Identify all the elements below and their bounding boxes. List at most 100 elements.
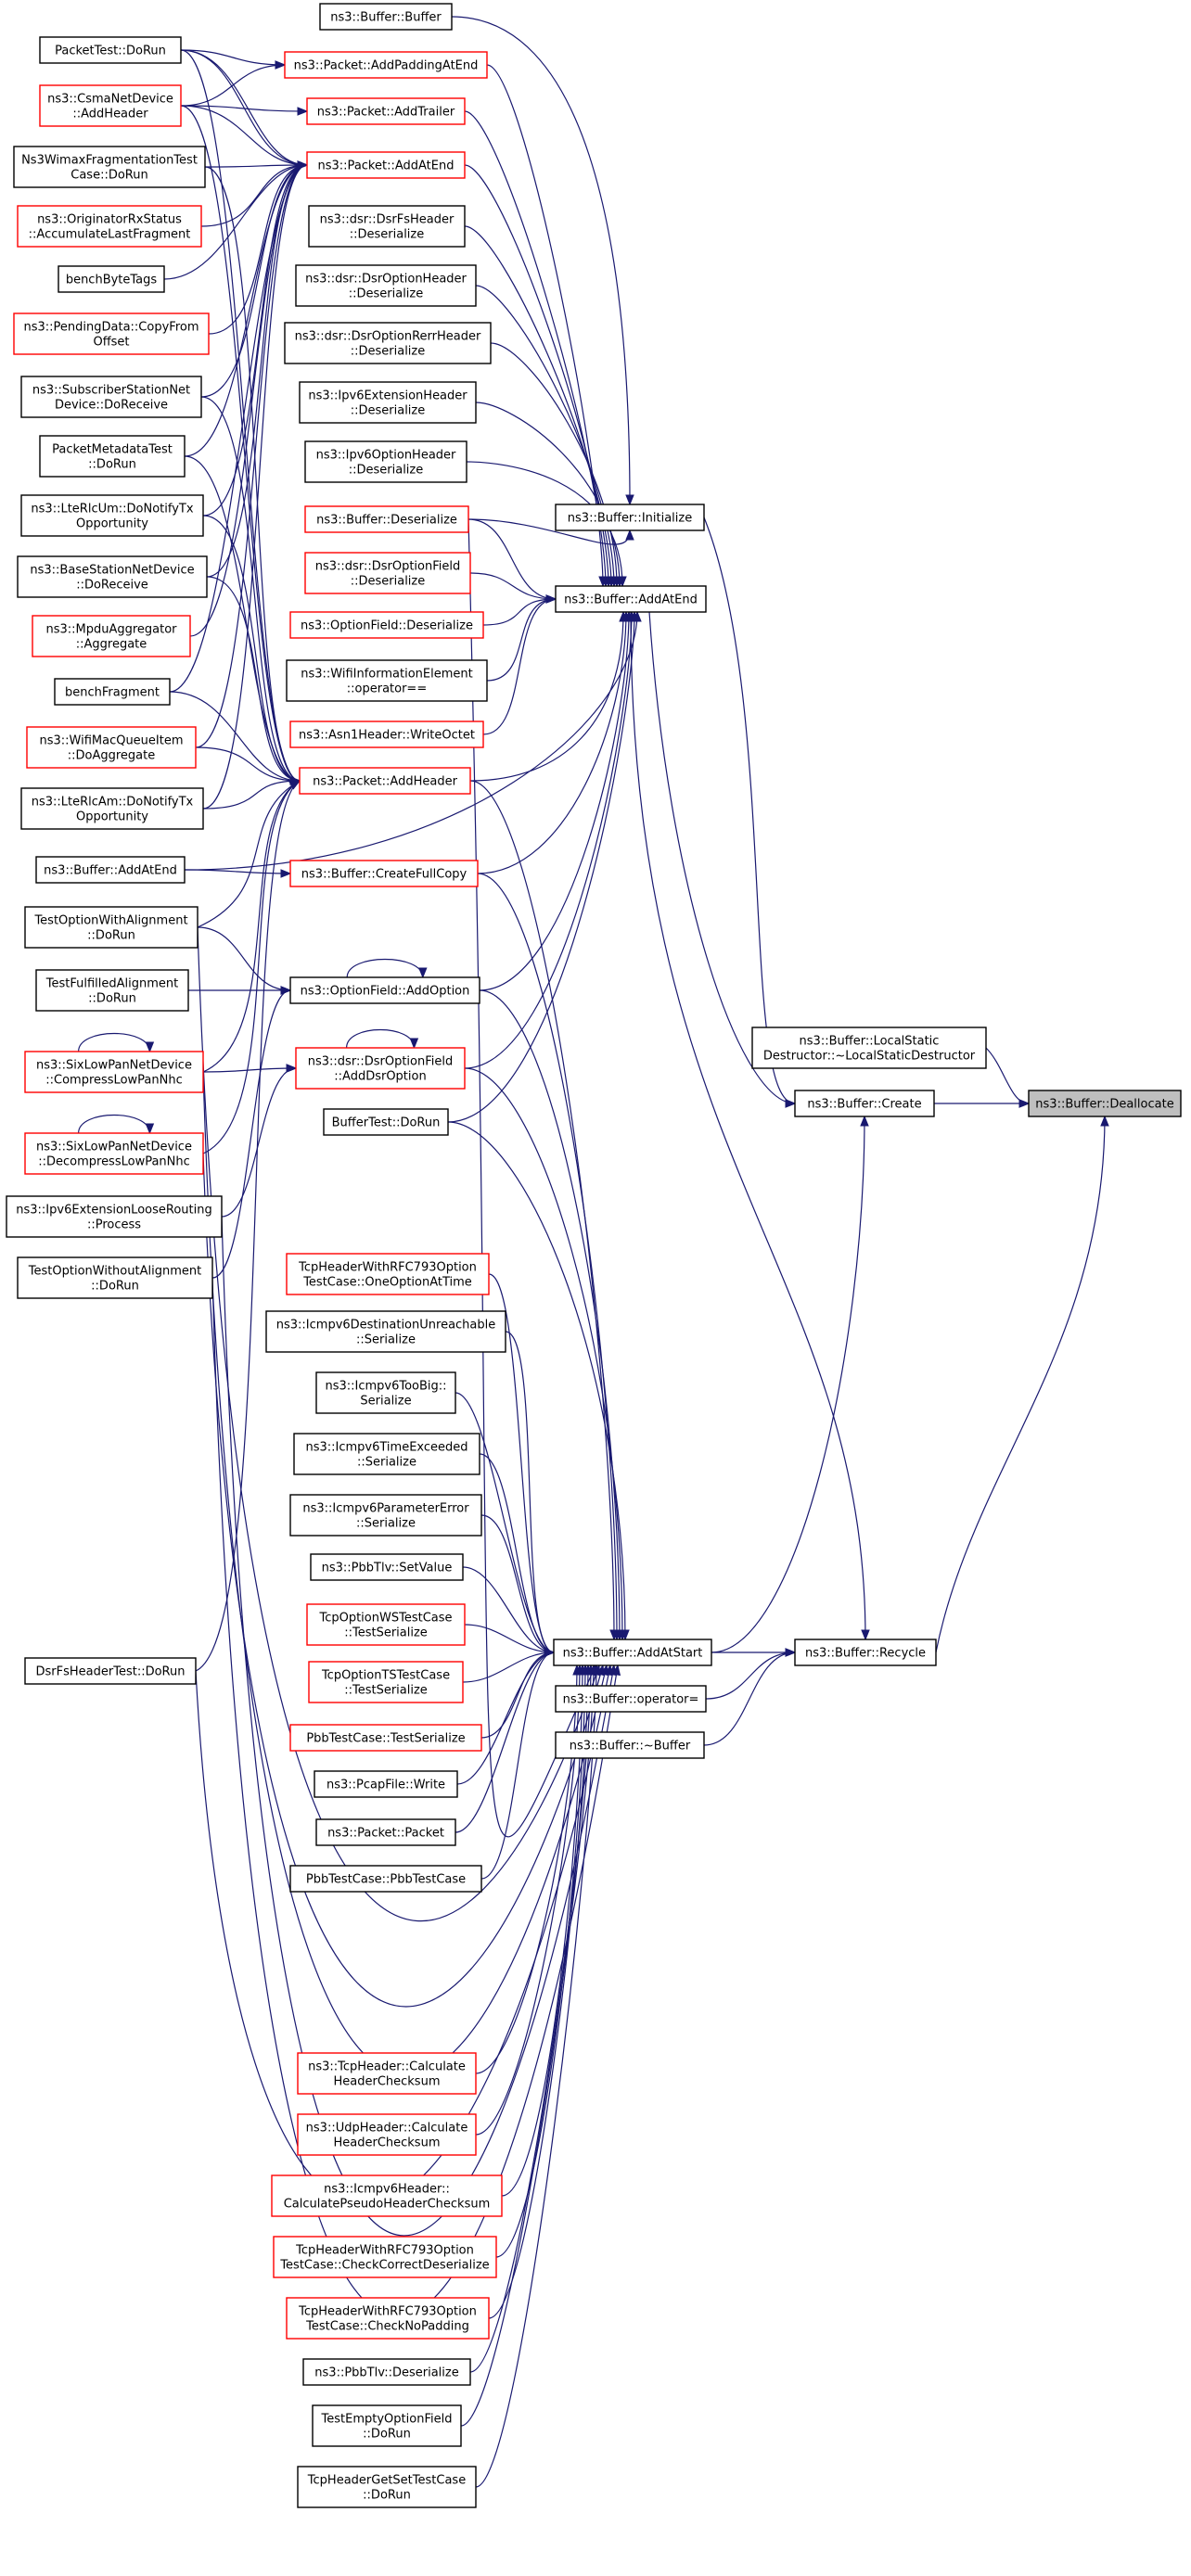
node-tcprfc-checkcorrect[interactable]: TcpHeaderWithRFC793OptionTestCase::Check… <box>273 2236 497 2278</box>
node-icmpv6param-ser[interactable]: ns3::Icmpv6ParameterError::Serialize <box>289 1494 482 1537</box>
node-icmpv6toobig-ser[interactable]: ns3::Icmpv6TooBig::Serialize <box>315 1371 456 1414</box>
node-buffer-dtor[interactable]: ns3::Buffer::~Buffer <box>555 1731 705 1759</box>
node-buffertest-dorun[interactable]: BufferTest::DoRun <box>323 1108 449 1136</box>
edge-arrowhead <box>286 1064 298 1073</box>
node-testoptionwithoutalignment[interactable]: TestOptionWithoutAlignment::DoRun <box>17 1256 213 1299</box>
call-edge-28 <box>202 780 301 1073</box>
call-edge-45 <box>490 342 618 587</box>
node-originator-rx[interactable]: ns3::OriginatorRxStatus::AccumulateLastF… <box>17 205 202 248</box>
node-label: ns3::Buffer::Deallocate <box>1035 1098 1173 1112</box>
node-buffer-addatstart[interactable]: ns3::Buffer::AddAtStart <box>553 1639 712 1666</box>
node-box <box>293 1433 480 1475</box>
node-tcprfc-oneoption[interactable]: TcpHeaderWithRFC793OptionTestCase::OneOp… <box>286 1253 490 1295</box>
node-subscriber-doreceive[interactable]: ns3::SubscriberStationNetDevice::DoRecei… <box>20 376 202 418</box>
node-box <box>308 1661 464 1703</box>
call-edge-80 <box>477 873 618 1640</box>
node-box <box>35 969 189 1012</box>
call-edge-84 <box>467 518 596 1838</box>
node-label: ns3::Buffer::Initialize <box>568 512 692 526</box>
call-edge-48 <box>467 518 557 600</box>
node-label: ns3::Icmpv6Header:: <box>324 2183 450 2197</box>
node-testfulfilledalignment[interactable]: TestFulfilledAlignment::DoRun <box>35 969 189 1012</box>
node-wifiinfo-op[interactable]: ns3::WifiInformationElement::operator== <box>286 659 488 702</box>
node-pcapfile-write[interactable]: ns3::PcapFile::Write <box>314 1770 458 1798</box>
node-dsroptionfield-adddsr[interactable]: ns3::dsr::DsrOptionField::AddDsrOption <box>295 1047 466 1090</box>
node-packet-packet[interactable]: ns3::Packet::Packet <box>315 1818 456 1846</box>
call-edge-57 <box>447 611 635 1123</box>
node-packettest-dorun[interactable]: PacketTest::DoRun <box>39 36 182 64</box>
node-dsrfsheader-deser[interactable]: ns3::dsr::DsrFsHeader::Deserialize <box>308 205 466 248</box>
node-box <box>289 1494 482 1537</box>
node-buffer-buffer[interactable]: ns3::Buffer::Buffer <box>319 3 453 31</box>
node-box <box>17 205 202 248</box>
node-label: ::DoAggregate <box>68 749 156 763</box>
node-sixlowpan-decompress[interactable]: ns3::SixLowPanNetDevice::DecompressLowPa… <box>24 1132 204 1175</box>
node-icmpv6header-pseudo[interactable]: ns3::Icmpv6Header::CalculatePseudoHeader… <box>271 2174 503 2217</box>
node-tcprfc-checknopadding[interactable]: TcpHeaderWithRFC793OptionTestCase::Check… <box>286 2297 490 2340</box>
node-label: benchByteTags <box>66 274 158 287</box>
call-edge-27 <box>202 780 301 810</box>
node-ipv6optionheader-deser[interactable]: ns3::Ipv6OptionHeader::Deserialize <box>304 440 467 483</box>
node-testoptionwithalignment[interactable]: TestOptionWithAlignment::DoRun <box>24 906 198 949</box>
node-label: ns3::dsr::DsrOptionHeader <box>305 273 467 287</box>
node-sixlowpan-compress[interactable]: ns3::SixLowPanNetDevice::CompressLowPanN… <box>24 1051 204 1093</box>
node-mpdu-aggregate[interactable]: ns3::MpduAggregator::Aggregate <box>32 615 191 657</box>
node-tcpheadergetset[interactable]: TcpHeaderGetSetTestCase::DoRun <box>297 2466 477 2508</box>
node-ipv6extheader-deser[interactable]: ns3::Ipv6ExtensionHeader::Deserialize <box>299 381 477 424</box>
node-dsroptionheader-deser[interactable]: ns3::dsr::DsrOptionHeader::Deserialize <box>295 264 477 307</box>
node-buffer-initialize[interactable]: ns3::Buffer::Initialize <box>555 504 705 531</box>
node-label: ns3::SubscriberStationNet <box>32 384 190 398</box>
node-buffer-addatend-mid[interactable]: ns3::Buffer::AddAtEnd <box>555 585 707 613</box>
node-testemptyoption[interactable]: TestEmptyOptionField::DoRun <box>312 2404 462 2447</box>
node-csma-addheader[interactable]: ns3::CsmaNetDevice::AddHeader <box>39 84 182 127</box>
node-tcpoptionts[interactable]: TcpOptionTSTestCase::TestSerialize <box>308 1661 464 1703</box>
node-packet-addheader[interactable]: ns3::Packet::AddHeader <box>299 767 471 795</box>
node-box <box>306 1603 466 1646</box>
node-packet-addpadding[interactable]: ns3::Packet::AddPaddingAtEnd <box>284 51 488 79</box>
node-dsroptionfield-deser[interactable]: ns3::dsr::DsrOptionField::Deserialize <box>304 552 471 594</box>
node-label: ::AddDsrOption <box>334 1070 426 1084</box>
node-icmpv6timeexc-ser[interactable]: ns3::Icmpv6TimeExceeded::Serialize <box>293 1433 480 1475</box>
node-ipv6ext-loose[interactable]: ns3::Ipv6ExtensionLooseRouting::Process <box>6 1195 223 1238</box>
node-buffer-operator[interactable]: ns3::Buffer::operator= <box>555 1685 707 1713</box>
node-dsrfsheadertest[interactable]: DsrFsHeaderTest::DoRun <box>24 1657 197 1685</box>
node-buffer-addatend-left[interactable]: ns3::Buffer::AddAtEnd <box>35 856 186 884</box>
node-wifimac-doaggregate[interactable]: ns3::WifiMacQueueItem::DoAggregate <box>26 726 197 769</box>
node-dsroptionrerr-deser[interactable]: ns3::dsr::DsrOptionRerrHeader::Deseriali… <box>284 322 492 364</box>
node-bench-bytetags[interactable]: benchByteTags <box>58 265 165 293</box>
edge-arrowhead <box>544 1648 556 1657</box>
node-icmpv6dest-ser[interactable]: ns3::Icmpv6DestinationUnreachable::Seria… <box>265 1310 506 1353</box>
call-edge-53 <box>469 611 624 782</box>
node-box <box>35 856 186 884</box>
node-asn1-writeoctet[interactable]: ns3::Asn1Header::WriteOctet <box>289 721 484 748</box>
node-box <box>39 36 182 64</box>
node-buffer-localstatic[interactable]: ns3::Buffer::LocalStaticDestructor::~Loc… <box>751 1027 987 1069</box>
node-label: TcpHeaderGetSetTestCase <box>307 2474 466 2488</box>
node-packetmetadata-dorun[interactable]: PacketMetadataTest::DoRun <box>39 435 186 478</box>
node-basestation-doreceive[interactable]: ns3::BaseStationNetDevice::DoReceive <box>17 555 208 598</box>
node-buffer-deallocate[interactable]: ns3::Buffer::Deallocate <box>1028 1090 1182 1117</box>
node-optionfield-deser[interactable]: ns3::OptionField::Deserialize <box>289 611 484 639</box>
node-bench-fragment[interactable]: benchFragment <box>54 678 171 706</box>
node-buffer-recycle[interactable]: ns3::Buffer::Recycle <box>794 1639 937 1666</box>
node-pbbtlv-setvalue[interactable]: ns3::PbbTlv::SetValue <box>310 1553 464 1581</box>
node-buffer-create[interactable]: ns3::Buffer::Create <box>794 1090 935 1117</box>
self-loop-edge <box>78 1114 150 1134</box>
node-buffer-createfullcopy[interactable]: ns3::Buffer::CreateFullCopy <box>289 860 479 887</box>
node-packet-addtrailer[interactable]: ns3::Packet::AddTrailer <box>306 97 466 125</box>
node-tcpoptionws[interactable]: TcpOptionWSTestCase::TestSerialize <box>306 1603 466 1646</box>
node-buffer-deserialize[interactable]: ns3::Buffer::Deserialize <box>304 505 469 533</box>
node-label: PacketTest::DoRun <box>55 45 166 58</box>
node-packet-addatend[interactable]: ns3::Packet::AddAtEnd <box>306 151 466 179</box>
node-pbbtestcase-ctor[interactable]: PbbTestCase::PbbTestCase <box>289 1865 482 1893</box>
node-optionfield-addoption[interactable]: ns3::OptionField::AddOption <box>289 976 480 1004</box>
node-box <box>289 611 484 639</box>
node-pbbtlv-deser[interactable]: ns3::PbbTlv::Deserialize <box>302 2358 471 2386</box>
node-pbbtestcase-ser[interactable]: PbbTestCase::TestSerialize <box>289 1724 482 1752</box>
